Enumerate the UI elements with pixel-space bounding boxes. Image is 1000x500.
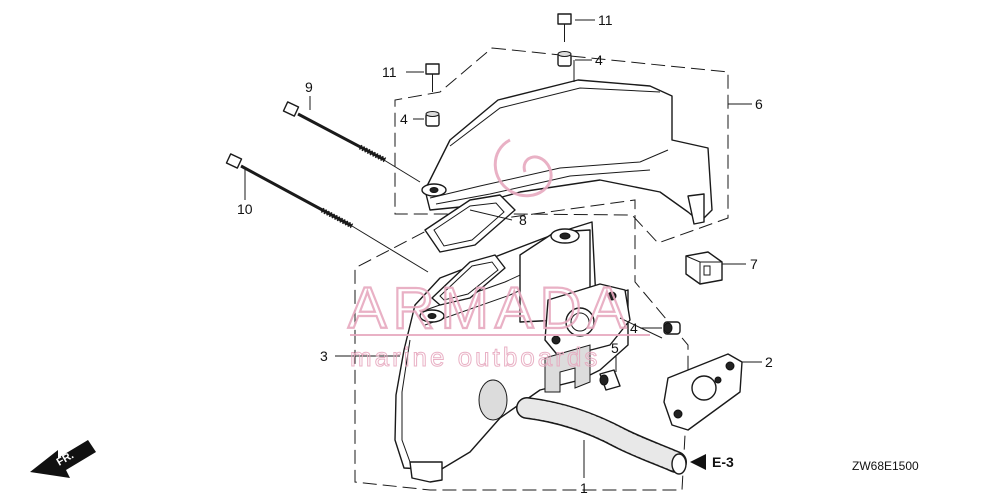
gasket-plate-part bbox=[663, 353, 743, 431]
reference-e3: E-3 bbox=[690, 454, 734, 470]
reference-arrow-icon bbox=[690, 454, 706, 470]
reference-label: E-3 bbox=[712, 454, 734, 470]
long-bolt-9-part bbox=[282, 101, 387, 163]
case-assembly-outline bbox=[354, 199, 689, 491]
gasket-part bbox=[424, 194, 516, 253]
callout-1: 1 bbox=[580, 480, 588, 496]
diagram-code: ZW68E1500 bbox=[852, 459, 919, 473]
callout-7: 7 bbox=[750, 256, 758, 272]
callout-labels: 11 4 11 4 6 9 10 8 7 4 3 5 2 1 bbox=[237, 12, 773, 496]
silencer-case-part bbox=[394, 221, 631, 483]
bolt-top-part bbox=[557, 13, 572, 42]
breather-tube-part bbox=[516, 397, 687, 475]
watermark-tagline: marine outboards bbox=[350, 342, 600, 372]
callout-4-top: 4 bbox=[595, 52, 603, 68]
bolt-left-part bbox=[425, 63, 440, 92]
callout-8: 8 bbox=[519, 212, 527, 228]
callout-9: 9 bbox=[305, 79, 313, 95]
callout-10: 10 bbox=[237, 201, 253, 217]
cover-assembly-outline bbox=[394, 47, 729, 244]
leader-lines bbox=[244, 19, 762, 478]
silencer-cover-part bbox=[421, 79, 713, 225]
collar-top-part bbox=[557, 51, 572, 67]
callout-11-left: 11 bbox=[382, 64, 397, 80]
watermark-logo-icon bbox=[493, 138, 553, 198]
callout-11-top: 11 bbox=[598, 12, 613, 28]
collar-left-part bbox=[425, 111, 440, 127]
callout-2: 2 bbox=[765, 354, 773, 370]
callout-4-right: 4 bbox=[630, 320, 638, 336]
callout-4-left: 4 bbox=[400, 111, 408, 127]
watermark-brand: ARMADA bbox=[348, 276, 632, 341]
collar-right-part bbox=[663, 321, 681, 335]
rubber-block-part bbox=[685, 251, 723, 285]
watermark: ARMADA marine outboards bbox=[347, 138, 650, 373]
callout-6: 6 bbox=[755, 96, 763, 112]
callout-3: 3 bbox=[320, 348, 328, 364]
front-arrow-icon bbox=[30, 440, 96, 478]
long-bolt-10-part bbox=[225, 153, 354, 229]
front-direction-indicator: FR. bbox=[30, 440, 96, 478]
callout-5: 5 bbox=[611, 340, 619, 356]
collar-part-5 bbox=[599, 369, 621, 391]
